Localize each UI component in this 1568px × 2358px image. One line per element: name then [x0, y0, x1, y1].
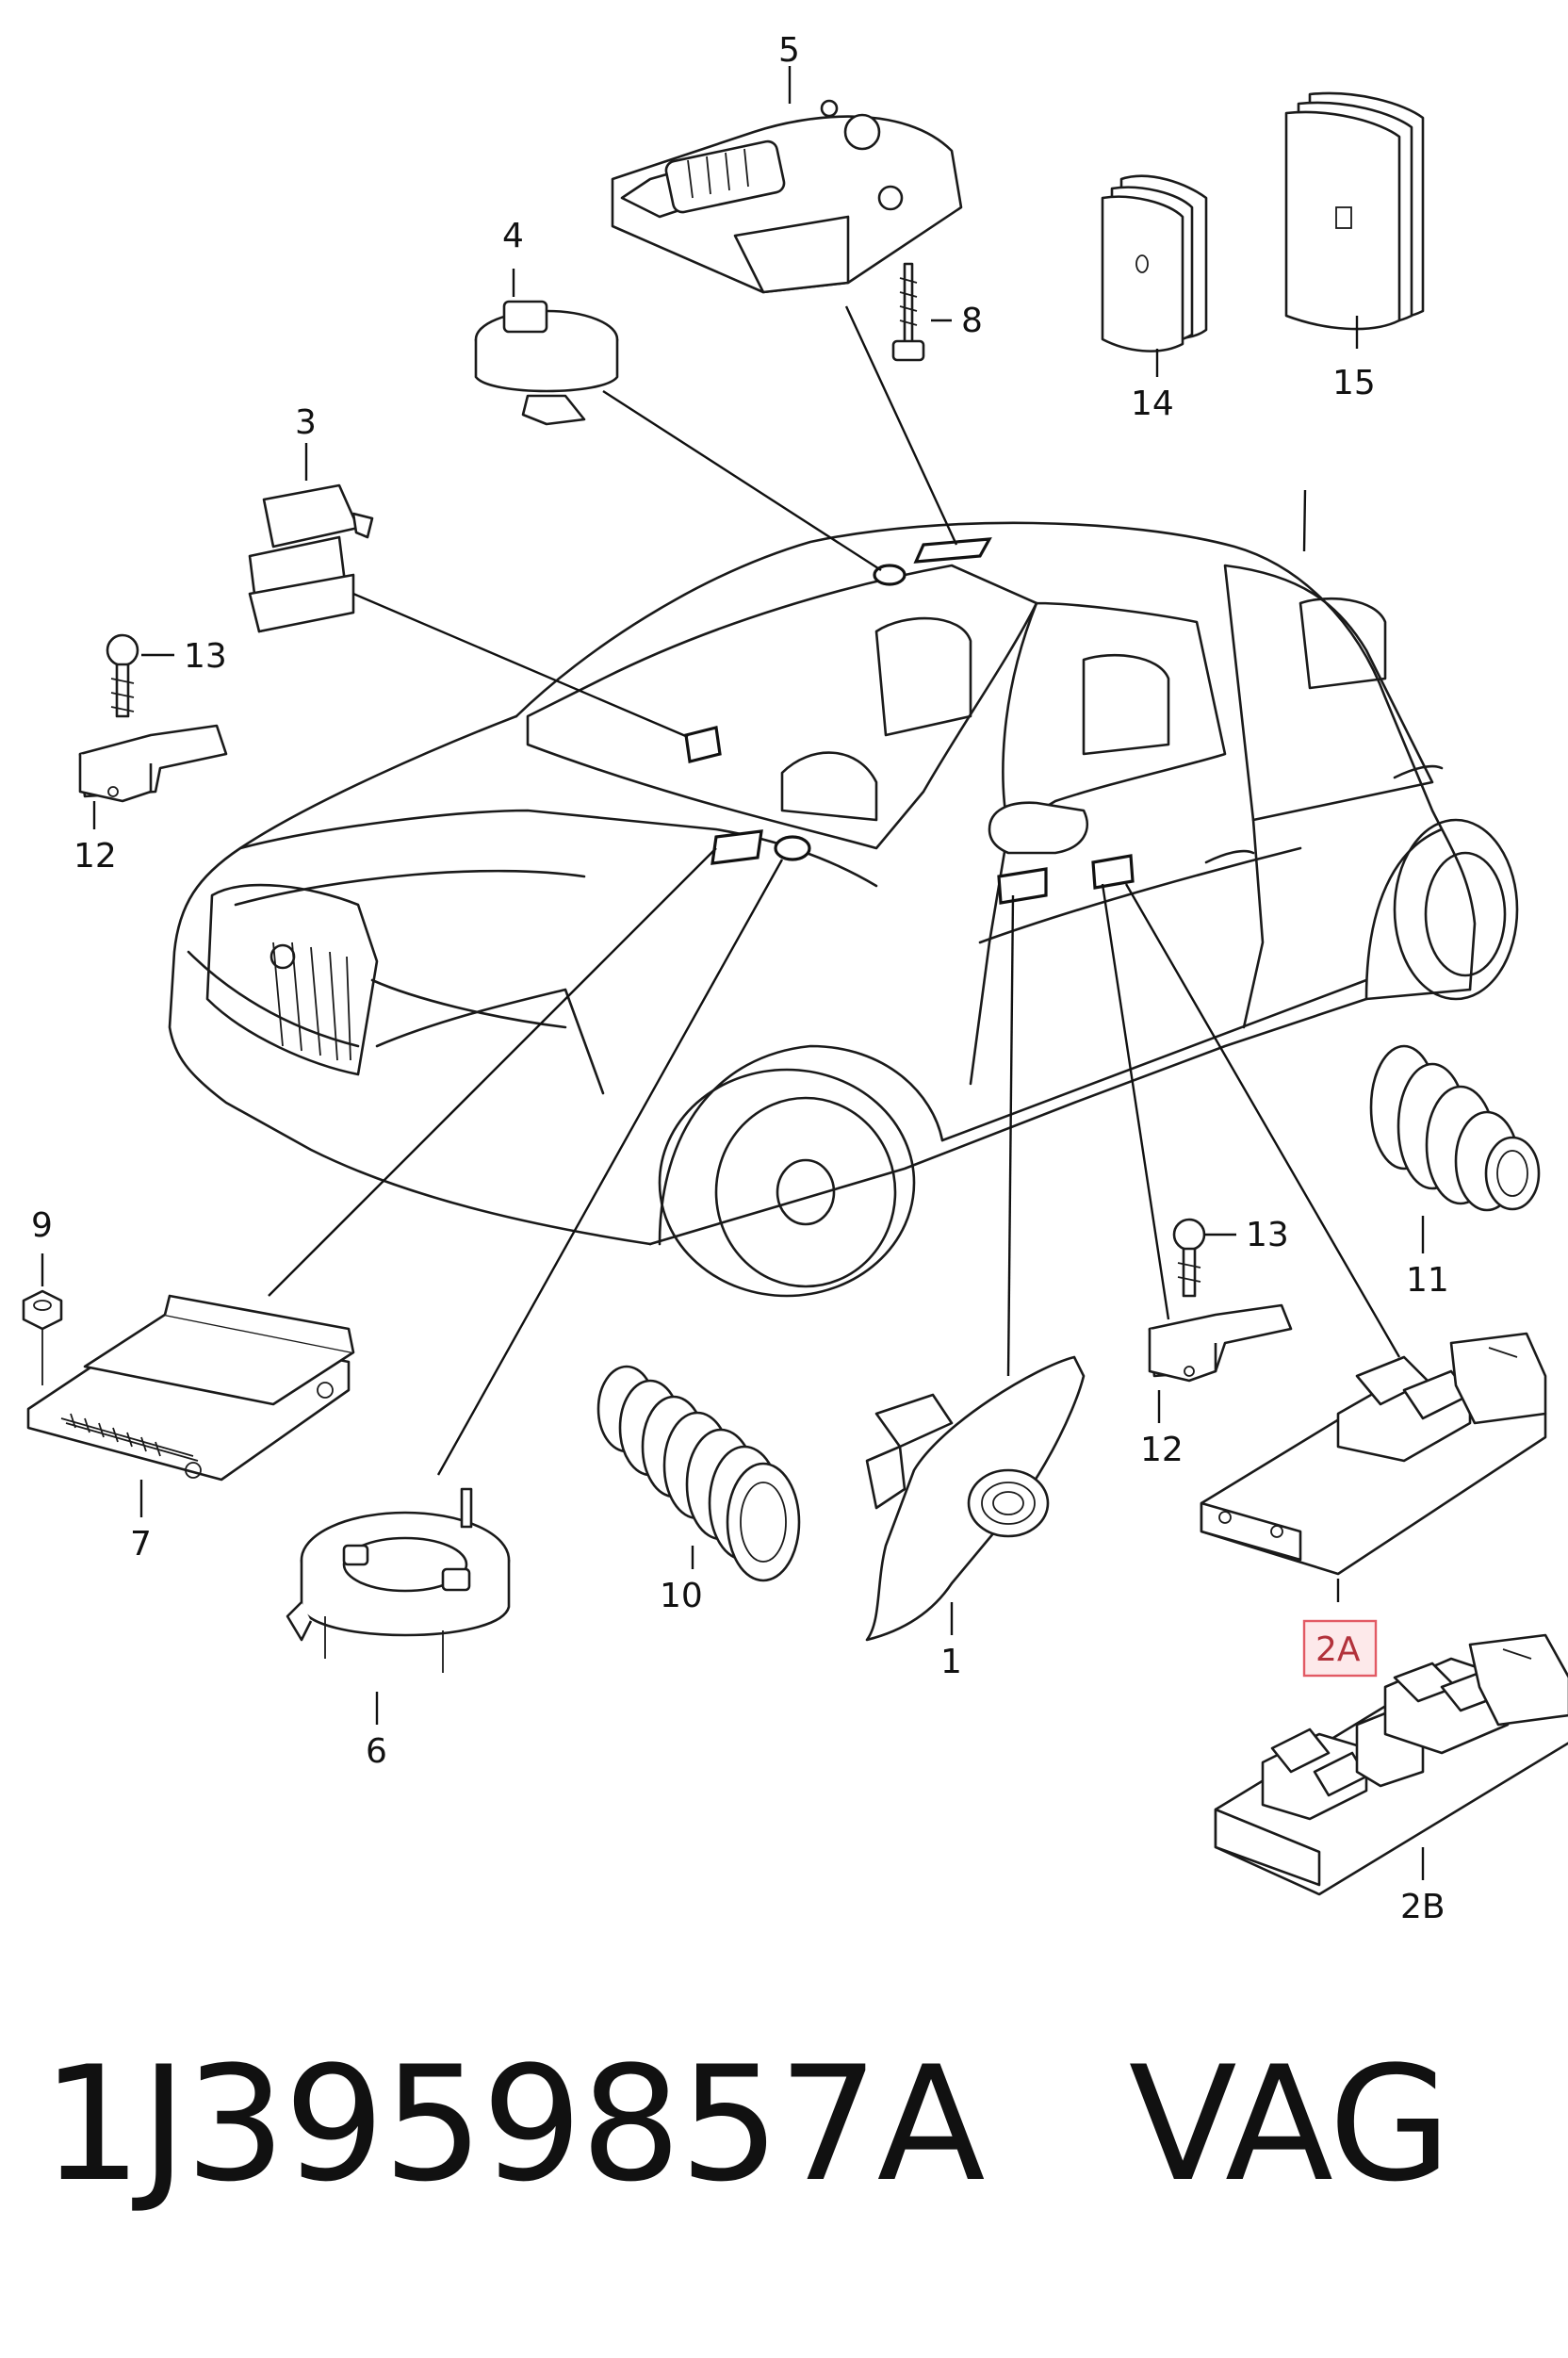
part-number: 1J3959857A	[41, 2032, 986, 2217]
callout-6: 6	[366, 1732, 387, 1771]
callout-15: 15	[1332, 364, 1376, 402]
marker-roof-circle	[873, 564, 906, 586]
callout-14: 14	[1131, 385, 1174, 423]
footer-spacer	[984, 2032, 1129, 2217]
part-7-airbag-unit	[26, 1294, 355, 1482]
part-12a-sensor	[78, 724, 228, 803]
marker-hood-circle	[774, 835, 811, 861]
callout-1: 1	[940, 1643, 962, 1681]
part-11-bellows	[1369, 1044, 1541, 1212]
part-14-grommet	[1101, 174, 1208, 352]
callout-9: 9	[31, 1206, 53, 1245]
marker-door-rect-1	[997, 867, 1048, 905]
part-13b-bolt	[1172, 1218, 1206, 1298]
callout-10: 10	[660, 1577, 703, 1615]
leader-lines	[41, 66, 1425, 1880]
marker-roof-rect	[913, 537, 992, 564]
part-2B-switch-panel	[1214, 1633, 1568, 1896]
callout-12-right: 12	[1140, 1431, 1184, 1469]
callout-12-left: 12	[74, 837, 117, 876]
part-number-footer: 1J3959857A VAG	[41, 2045, 1451, 2203]
callout-13-right: 13	[1246, 1216, 1289, 1254]
part-1-door-trim	[865, 1355, 1086, 1642]
callout-5: 5	[778, 31, 800, 70]
callout-7: 7	[130, 1525, 152, 1564]
callout-labels: 5 4 8 14 15 3 13 12 9 7 6 10 1 13 12 11 …	[31, 31, 1449, 1926]
part-10-bellows	[596, 1365, 801, 1582]
brand-name: VAG	[1128, 2032, 1451, 2217]
car-illustration	[168, 521, 1519, 1298]
marker-door-rect-2	[1091, 854, 1135, 890]
part-2A-switch-panel	[1200, 1332, 1547, 1576]
callout-8: 8	[961, 302, 983, 340]
callout-4: 4	[502, 217, 524, 255]
part-8-screw	[891, 262, 925, 362]
callout-2B: 2B	[1400, 1888, 1446, 1926]
callout-2A: 2A	[1315, 1630, 1361, 1669]
marker-dash-rect	[684, 726, 722, 763]
part-9-nut	[22, 1289, 63, 1385]
part-13a-bolt	[106, 633, 139, 718]
marker-hood-rect	[710, 829, 763, 865]
callout-13-left: 13	[184, 637, 227, 676]
part-12b-sensor	[1148, 1303, 1293, 1383]
callout-3: 3	[295, 403, 317, 442]
part-4-sensor	[474, 300, 619, 426]
part-15-grommet	[1284, 91, 1425, 331]
part-3-switch	[248, 483, 374, 633]
callout-2A-highlight	[1302, 1619, 1378, 1678]
callout-11: 11	[1406, 1261, 1449, 1300]
part-5-motor	[611, 99, 963, 294]
part-6-clock-spring	[286, 1487, 511, 1673]
